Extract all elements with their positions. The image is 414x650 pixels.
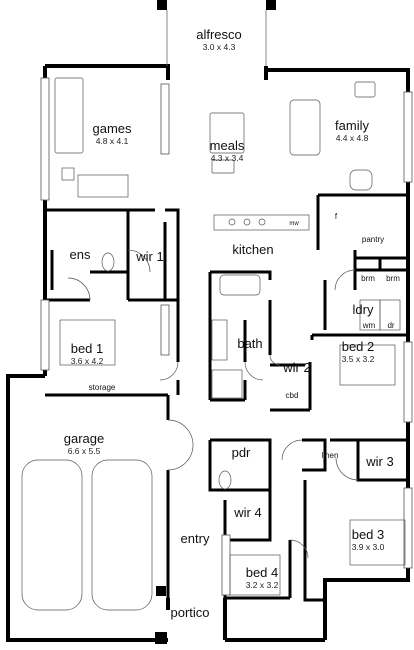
room-wir2: wir 2	[283, 361, 310, 374]
fixtures	[21, 77, 406, 611]
room-brm-1-name: brm	[361, 274, 375, 283]
interior-walls	[45, 193, 408, 602]
room-pdr: pdr	[232, 446, 251, 459]
room-bed4: bed 4 3.2 x 3.2	[246, 566, 279, 590]
room-wir3-name: wir 3	[366, 454, 394, 469]
room-bed3-dims: 3.9 x 3.0	[351, 542, 385, 552]
room-ldry-name: ldry	[352, 302, 374, 317]
room-entry-name: entry	[180, 531, 210, 546]
room-bath-name: bath	[237, 336, 263, 351]
alfresco-outline	[166, 10, 267, 66]
room-alfresco: alfresco 3.0 x 4.3	[196, 28, 242, 52]
appliance-wm: wm	[363, 322, 375, 330]
room-bed2: bed 2 3.5 x 3.2	[342, 340, 375, 364]
room-wir2-name: wir 2	[283, 360, 311, 375]
room-cbd-name: cbd	[285, 391, 299, 400]
room-storage: storage	[89, 384, 116, 392]
room-bed3-name: bed 3	[351, 527, 385, 542]
room-entry: entry	[181, 532, 210, 545]
windows	[40, 77, 413, 596]
room-wir4-name: wir 4	[234, 505, 262, 520]
room-meals-dims: 4.3 x 3.4	[210, 153, 244, 163]
room-family-dims: 4.4 x 4.8	[335, 133, 369, 143]
room-portico-name: portico	[170, 605, 210, 620]
room-pantry: pantry	[362, 236, 384, 244]
room-pdr-name: pdr	[231, 445, 251, 460]
room-meals-name: meals	[209, 138, 245, 153]
room-bed2-dims: 3.5 x 3.2	[341, 354, 375, 364]
room-meals: meals 4.3 x 3.4	[210, 139, 245, 163]
room-alfresco-name: alfresco	[196, 27, 242, 42]
room-brm-2: brm	[386, 275, 400, 283]
room-alfresco-dims: 3.0 x 4.3	[202, 42, 236, 52]
room-bed1-name: bed 1	[70, 341, 104, 356]
room-wir3: wir 3	[366, 455, 393, 468]
room-wir4: wir 4	[234, 506, 261, 519]
room-linen: linen	[322, 452, 339, 460]
room-kitchen: kitchen	[232, 243, 273, 256]
room-games: games 4.8 x 4.1	[92, 122, 131, 146]
appliance-wm-name: wm	[362, 321, 376, 330]
room-cbd: cbd	[286, 392, 299, 400]
appliance-fridge-name: f	[334, 212, 338, 221]
room-wir1-name: wir 1	[136, 249, 164, 264]
room-bath: bath	[237, 337, 262, 350]
room-games-name: games	[92, 121, 132, 136]
room-bed3: bed 3 3.9 x 3.0	[352, 528, 385, 552]
room-garage-dims: 6.6 x 5.5	[67, 446, 101, 456]
room-ldry: ldry	[353, 303, 374, 316]
room-family: family 4.4 x 4.8	[335, 119, 369, 143]
appliance-mw-name: mw	[289, 221, 299, 227]
room-ens: ens	[70, 248, 91, 261]
room-bed4-dims: 3.2 x 3.2	[245, 580, 279, 590]
room-storage-name: storage	[88, 383, 116, 392]
appliance-fridge: f	[335, 213, 337, 221]
room-linen-name: linen	[321, 451, 339, 460]
room-brm-1: brm	[361, 275, 375, 283]
appliance-dr: dr	[387, 322, 394, 330]
room-games-dims: 4.8 x 4.1	[95, 136, 129, 146]
room-family-name: family	[335, 118, 369, 133]
room-ens-name: ens	[69, 247, 91, 262]
room-garage: garage 6.6 x 5.5	[64, 432, 104, 456]
room-pantry-name: pantry	[361, 235, 385, 244]
room-bed1: bed 1 3.6 x 4.2	[71, 342, 104, 366]
room-kitchen-name: kitchen	[232, 242, 274, 257]
appliance-dr-name: dr	[387, 321, 395, 330]
room-bed2-name: bed 2	[341, 339, 375, 354]
doors	[67, 249, 359, 559]
room-bed1-dims: 3.6 x 4.2	[70, 356, 104, 366]
columns	[155, 0, 276, 644]
room-wir1: wir 1	[136, 250, 163, 263]
room-bed4-name: bed 4	[245, 565, 279, 580]
room-portico: portico	[170, 606, 209, 619]
room-brm-2-name: brm	[386, 274, 400, 283]
room-garage-name: garage	[63, 431, 105, 446]
appliance-mw: mw	[289, 221, 298, 227]
